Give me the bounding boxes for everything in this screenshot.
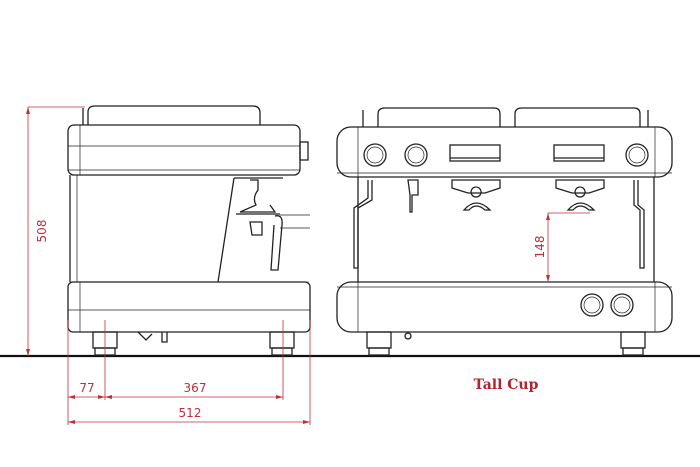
- height-dimension-label: 508: [35, 220, 49, 243]
- cup-clearance-dimension: [546, 212, 590, 282]
- depth-dimension-label: 512: [179, 406, 202, 420]
- foot-spacing-dimension-label: 367: [184, 381, 207, 395]
- side-view: [67, 105, 311, 356]
- foot-offset-dimension-label: 77: [79, 381, 94, 395]
- cup-clearance-dimension-label: 148: [533, 236, 547, 259]
- caption-tall-cup: Tall Cup: [474, 377, 539, 393]
- front-view: [336, 107, 673, 356]
- side-dimensions: [26, 106, 311, 425]
